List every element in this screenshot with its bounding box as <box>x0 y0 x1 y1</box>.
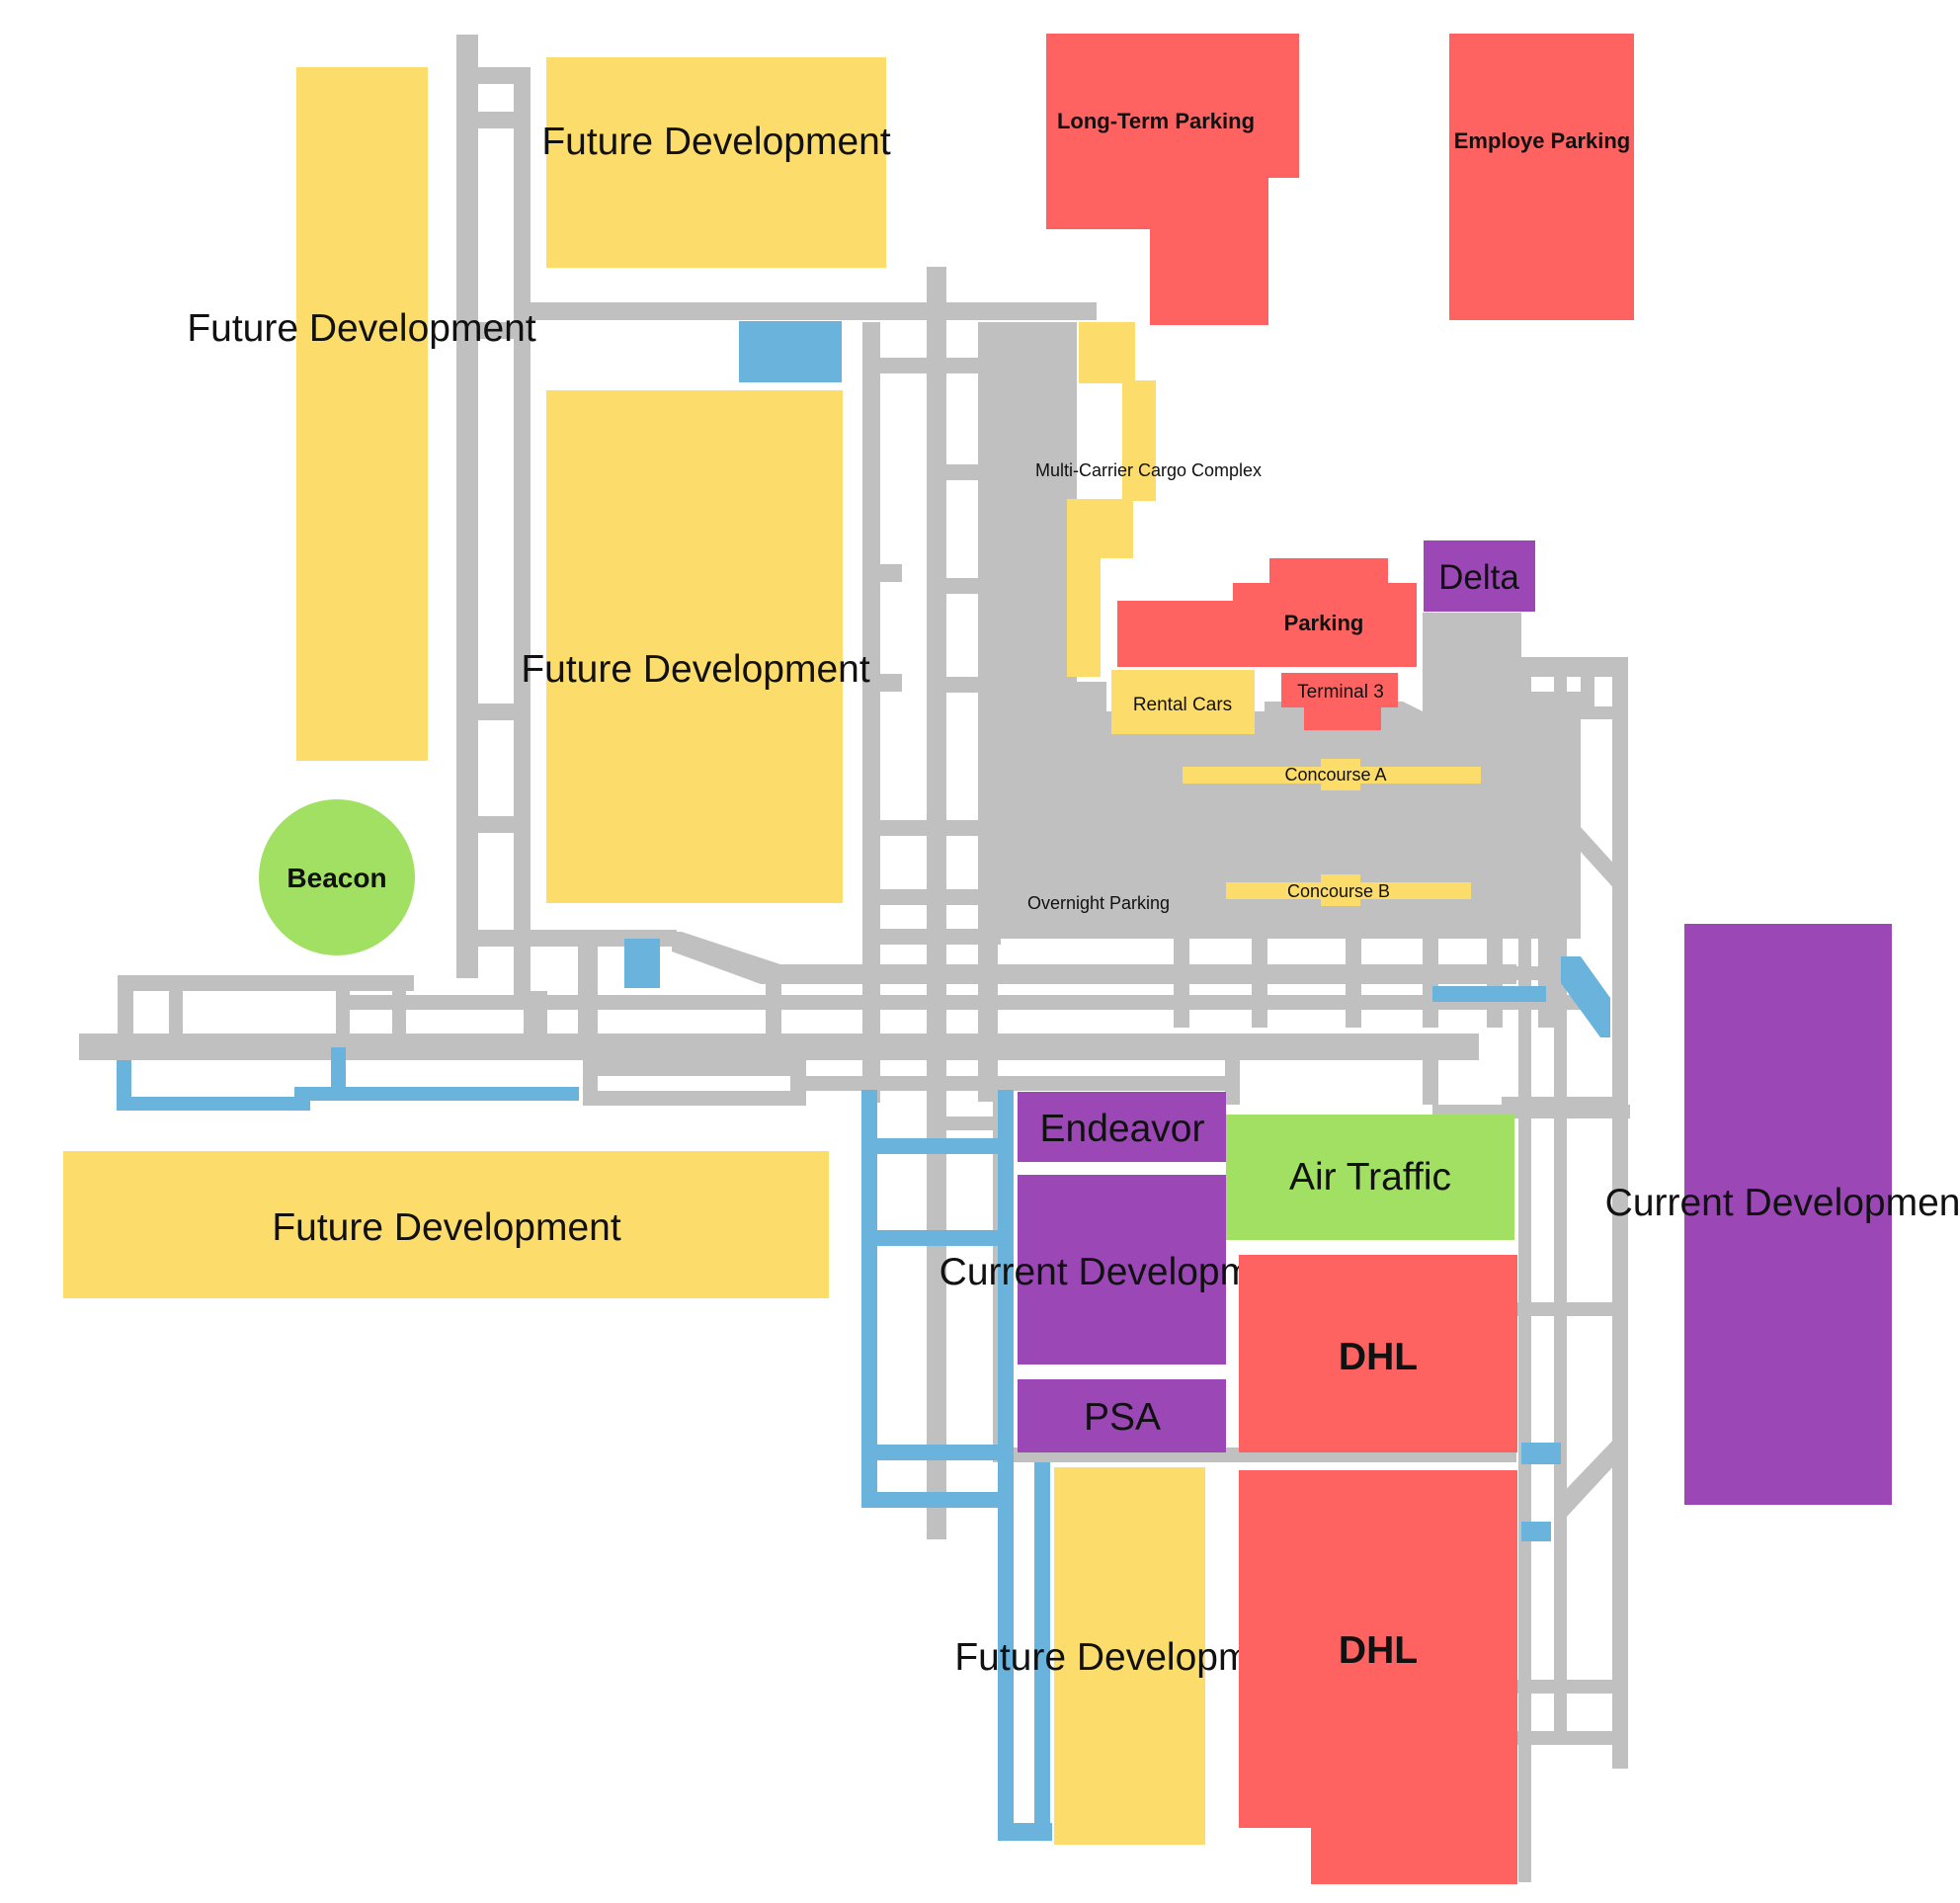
cargo-complex-label: Multi-Carrier Cargo Complex <box>1035 460 1262 480</box>
terminal-3-label: Terminal 3 <box>1297 682 1384 703</box>
endeavor-area <box>1018 1092 1226 1162</box>
future-dev-top-area <box>546 57 886 268</box>
future-dev-bottom-area <box>1054 1467 1205 1845</box>
employee-parking-area <box>1449 34 1634 320</box>
dhl-lower-area <box>1239 1470 1517 1884</box>
air-traffic-label: Air Traffic <box>1289 1156 1451 1199</box>
endeavor-label: Endeavor <box>1040 1108 1205 1150</box>
drainage-channels <box>117 321 1610 1841</box>
overnight-parking-label: Overnight Parking <box>1027 893 1170 913</box>
current-dev-center-area <box>1018 1175 1226 1365</box>
delta-label: Delta <box>1438 558 1519 597</box>
air-traffic-area <box>1226 1115 1514 1240</box>
future-dev-top-label: Future Development <box>541 121 891 163</box>
future-dev-tall-label: Future Development <box>187 307 536 350</box>
terminal-3-area <box>1281 673 1398 730</box>
beacon-area <box>259 799 415 955</box>
long-term-parking-label: Long-Term Parking <box>1057 109 1255 133</box>
beacon-label: Beacon <box>286 863 386 893</box>
rental-cars-area <box>1111 670 1255 734</box>
concourse-b-label: Concourse B <box>1287 881 1390 901</box>
dhl-upper-label: DHL <box>1339 1336 1418 1378</box>
psa-label: PSA <box>1084 1396 1161 1439</box>
current-dev-right-label: Current Development <box>1605 1182 1960 1224</box>
future-dev-bottom-left-label: Future Development <box>272 1206 621 1249</box>
employee-parking-label: Employe Parking <box>1454 128 1631 153</box>
concourse-a-label: Concourse A <box>1284 765 1386 785</box>
parking-area <box>1117 558 1417 667</box>
parking-label: Parking <box>1284 611 1364 635</box>
future-dev-center-area <box>546 390 843 903</box>
long-term-parking-area <box>1046 34 1299 325</box>
dhl-upper-area <box>1239 1255 1517 1452</box>
current-dev-right-area <box>1684 924 1892 1505</box>
future-dev-center-label: Future Development <box>521 648 870 691</box>
cargo-complex-blocks <box>1067 322 1156 677</box>
delta-area <box>1424 540 1535 612</box>
future-dev-tall-area <box>296 67 428 761</box>
rental-cars-label: Rental Cars <box>1133 695 1232 715</box>
dhl-lower-label: DHL <box>1339 1629 1418 1672</box>
psa-area <box>1018 1379 1226 1452</box>
future-dev-bottom-left-area <box>63 1151 829 1298</box>
